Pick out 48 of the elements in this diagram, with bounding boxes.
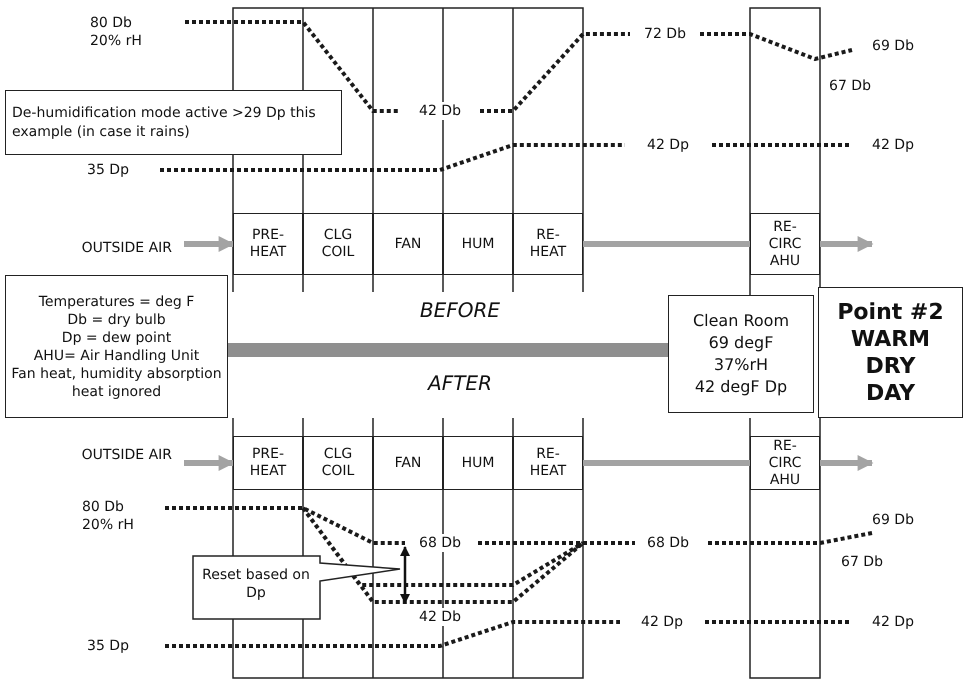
note-box <box>5 90 342 155</box>
value-label: 42 Dp <box>870 613 916 631</box>
duct-line <box>583 460 750 466</box>
key-line: Fan heat, humidity absorption heat ignored <box>10 364 223 400</box>
component-cell: FAN <box>373 213 443 275</box>
component-cell: PRE- HEAT <box>233 436 303 490</box>
value-label: 35 Dp <box>85 161 131 179</box>
key-line: Dp = dew point <box>60 328 172 346</box>
key-line: Db = dry bulb <box>66 310 167 328</box>
callout-box <box>192 555 402 620</box>
arrow <box>820 455 874 471</box>
condition-line: Clean Room <box>692 310 790 332</box>
room-conditions-box <box>668 295 814 413</box>
title-line: Point #2 <box>837 298 944 326</box>
component-cell: FAN <box>373 436 443 490</box>
key-box <box>5 275 228 418</box>
condition-line: 42 degF Dp <box>694 376 788 398</box>
value-label: 42 Db <box>417 102 463 120</box>
component-cell: HUM <box>443 213 513 275</box>
component-cell: RE- HEAT <box>513 436 583 490</box>
value-label: 35 Dp <box>85 637 131 655</box>
component-cell: RE- CIRC AHU <box>750 436 820 490</box>
title-box <box>818 287 963 418</box>
component-cell: CLG COIL <box>303 436 373 490</box>
condition-line: 69 degF <box>708 332 774 354</box>
value-label: 42 Dp <box>639 613 685 631</box>
air-source-label: OUTSIDE AIR <box>20 238 172 258</box>
note-text: De-humidification mode active >29 Dp this example (in case it rains) <box>12 104 317 142</box>
component-cell: RE- HEAT <box>513 213 583 275</box>
arrow <box>184 236 235 252</box>
component-cell: HUM <box>443 436 513 490</box>
title-line: WARM DRY DAY <box>850 326 932 406</box>
arrow <box>820 236 874 252</box>
key-line: Temperatures = deg F <box>38 292 196 310</box>
value-label: 42 Dp <box>645 136 691 154</box>
component-cell: CLG COIL <box>303 213 373 275</box>
value-label: 42 Dp <box>870 136 916 154</box>
condition-line: 37%rH <box>714 354 768 376</box>
key-line: AHU= Air Handling Unit <box>32 346 200 364</box>
value-label: 42 Db <box>417 608 463 626</box>
value-label: 68 Db <box>417 534 463 552</box>
divider-bar <box>228 343 668 357</box>
duct-line <box>583 241 750 247</box>
component-cell: RE- CIRC AHU <box>750 213 820 275</box>
callout-text: Reset based on Dp <box>202 566 310 602</box>
arrow <box>184 455 235 471</box>
air-source-label: OUTSIDE AIR <box>20 445 172 465</box>
component-cell: PRE- HEAT <box>233 213 303 275</box>
